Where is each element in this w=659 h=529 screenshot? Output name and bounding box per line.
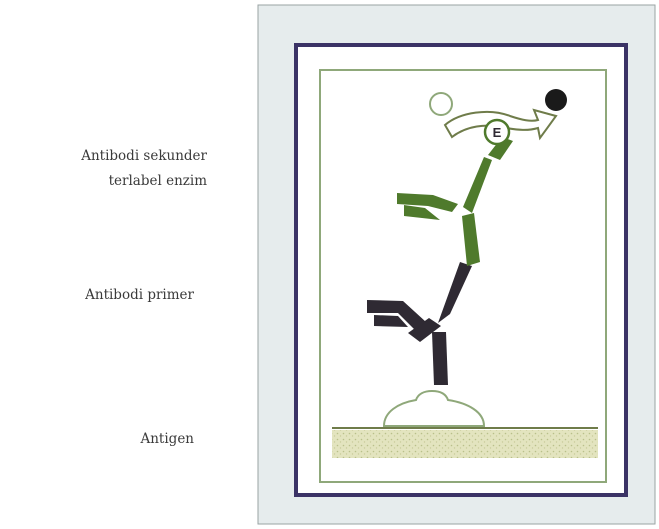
surface [332,430,598,458]
substrate-circle [430,93,452,115]
product-circle [545,89,567,111]
enzyme-label: E [493,125,502,140]
